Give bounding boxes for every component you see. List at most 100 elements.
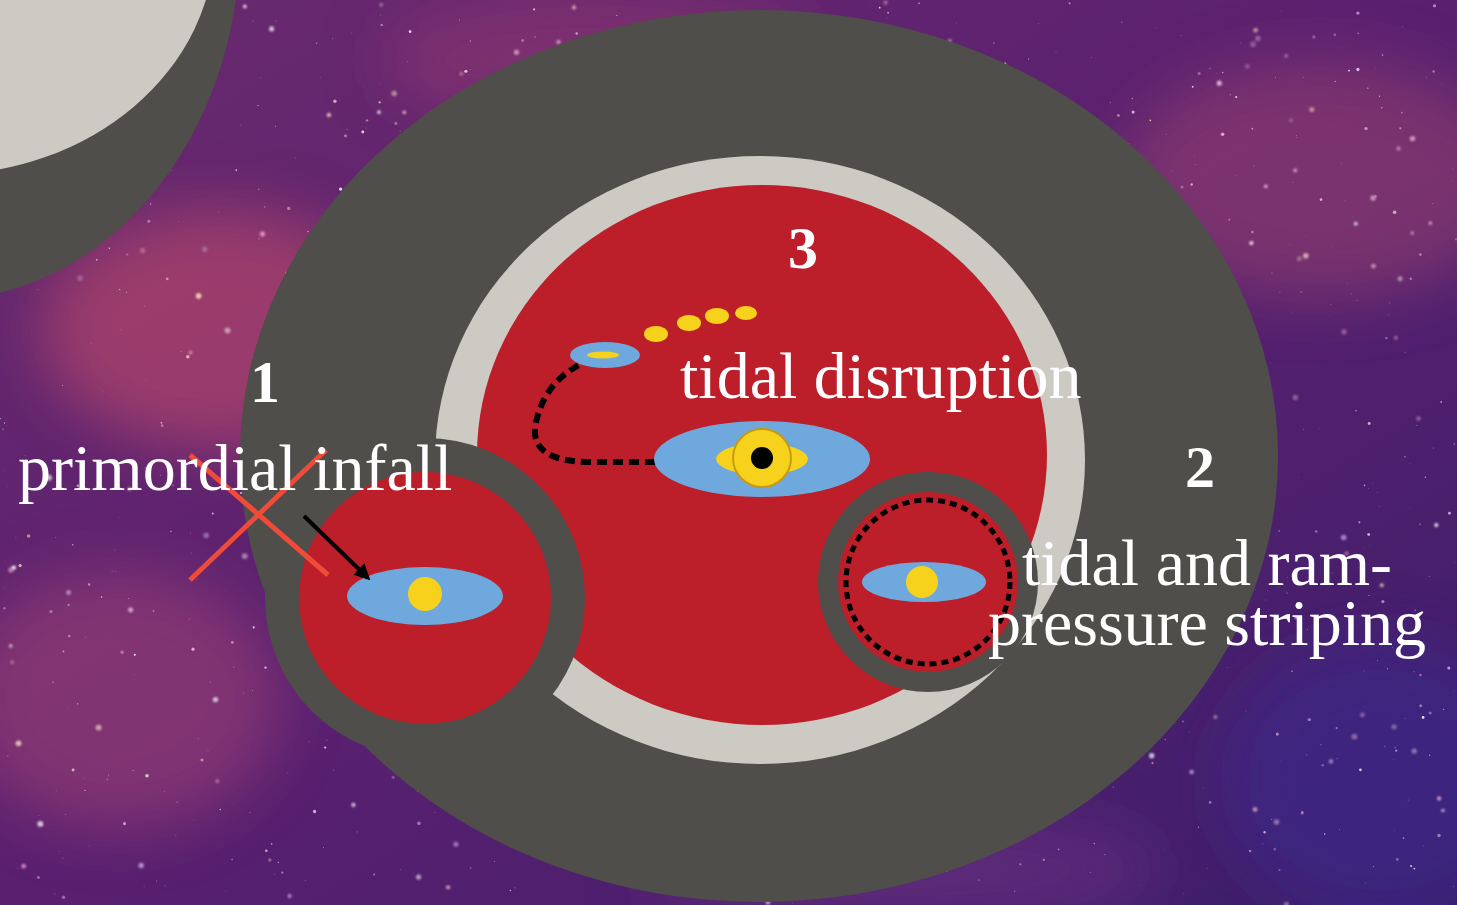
infall-arrow [304,516,368,578]
galaxy-dot [258,238,259,239]
galaxy-dot [1289,118,1293,122]
galaxy-dot [180,351,181,352]
galaxy-dot [1104,854,1105,855]
galaxy-dot [1279,292,1281,294]
galaxy-dot [15,537,17,539]
galaxy-dot [190,552,192,554]
galaxy-dot [1419,523,1421,525]
galaxy-dot [1453,886,1455,888]
galaxy-dot [1410,278,1412,280]
galaxy-dot [196,579,198,581]
stellar-stream [677,315,701,331]
galaxy-dot [64,814,66,816]
galaxy-dot [366,119,368,121]
galaxy-dot [407,61,409,63]
galaxy-dot [409,30,412,33]
galaxy-dot [556,40,561,45]
galaxy-dot [1165,133,1167,135]
galaxy-dot [295,157,297,159]
galaxy-dot [1454,562,1456,564]
galaxy-dot [1372,482,1374,484]
galaxy-dot [521,39,524,42]
galaxy-dot [1284,902,1289,905]
galaxy-dot [1117,114,1119,116]
galaxy-dot [1329,316,1331,318]
galaxy-dot [883,0,887,4]
galaxy-dot [327,113,332,118]
galaxy-dot [231,641,234,644]
galaxy-dot [1262,843,1263,844]
galaxy-dot [257,105,259,107]
galaxy-dot [1441,83,1443,85]
galaxy-dot [1331,245,1333,247]
galaxy-dot [1249,850,1251,852]
galaxy-dot [1395,747,1396,748]
galaxy-dot [108,774,110,776]
galaxy-dot [3,607,5,609]
galaxy-dot [160,422,162,424]
satellite-disk [862,562,986,602]
galaxy-dot [356,831,358,833]
galaxy-dot [85,636,87,638]
galaxy-dot [1058,849,1060,851]
galaxy-dot [533,8,535,10]
galaxy-dot [240,124,242,126]
galaxy-dot [1402,25,1404,27]
galaxy-dot [188,618,190,620]
galaxy-dot [1396,858,1399,861]
galaxy-dot [1245,64,1250,69]
galaxy-dot [1357,33,1359,35]
galaxy-dot [1340,162,1342,164]
galaxy-dot [1295,136,1297,138]
galaxy-dot [1441,809,1445,813]
galaxy-dot [1014,891,1015,892]
central-bulge [733,429,791,487]
galaxy-dot [213,697,218,702]
galaxy-dot [7,755,8,756]
galaxy-dot [1432,203,1434,205]
galaxy-dot [1151,762,1153,764]
galaxy-dot [1274,819,1280,825]
galaxy-dot [1113,786,1114,787]
galaxy-dot [1253,807,1258,812]
galaxy-dot [1433,447,1434,448]
galaxy-dot [1240,42,1242,44]
galaxy-dot [1189,770,1194,775]
galaxy-dot [392,776,395,779]
galaxy-dot [1280,760,1282,762]
galaxy-dot [313,810,316,813]
galaxy-dot [252,690,254,692]
galaxy-dot [1149,753,1154,758]
galaxy-dot [91,343,92,344]
galaxy-dot [72,769,75,772]
galaxy-dot [1132,98,1133,99]
galaxy-dot [1067,1,1069,3]
galaxy-dot [1149,119,1151,121]
galaxy-dot [308,741,310,743]
galaxy-dot [459,20,460,21]
galaxy-dot [1280,10,1282,12]
galaxy-dot [1180,35,1182,37]
galaxy-dot [287,207,290,210]
galaxy-dot [1389,302,1391,304]
galaxy-dot [114,549,116,551]
callout-number: 3 [788,218,818,278]
galaxy-dot [1437,796,1441,800]
galaxy-dot [1273,848,1276,851]
galaxy-dot [1358,521,1360,523]
galaxy-dot [1264,184,1268,188]
galaxy-dot [1330,304,1332,306]
galaxy-dot [993,42,994,43]
galaxy-dot [1344,200,1346,202]
galaxy-dot [1292,311,1294,313]
stellar-stream [644,326,668,342]
galaxy-dot [203,533,208,538]
galaxy-dot [1206,867,1208,869]
galaxy-dot [49,828,51,830]
galaxy-dot [1381,107,1383,109]
galaxy-dot [1297,256,1302,261]
galaxy-dot [1379,506,1381,508]
